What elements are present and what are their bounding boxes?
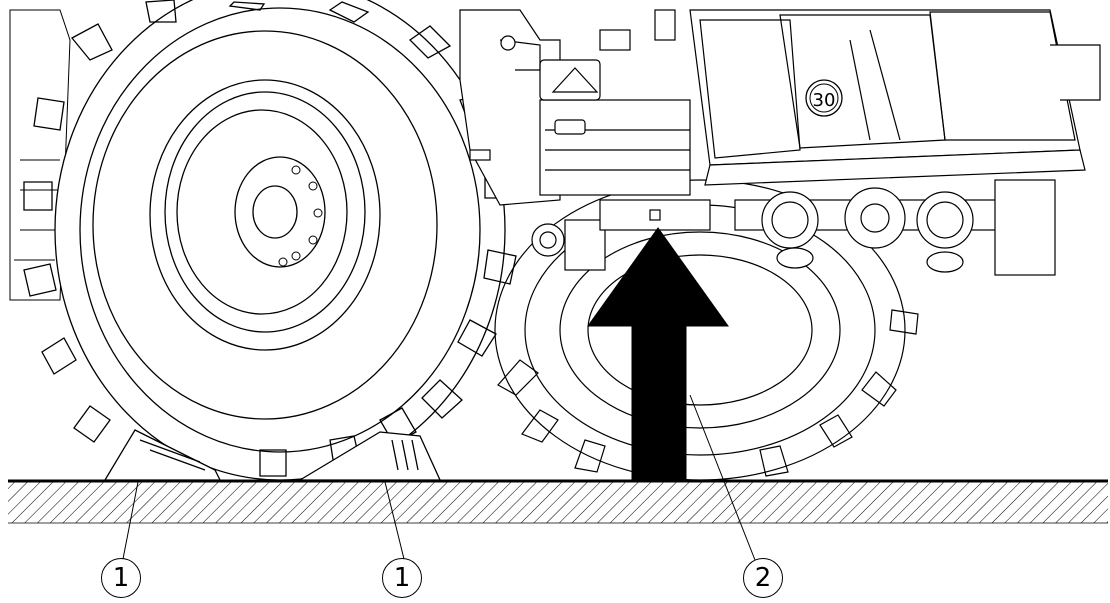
callout-wheel-chock-right: 1	[382, 558, 422, 598]
front-wheel	[23, 0, 517, 481]
speed-decal-label: 30	[813, 90, 836, 111]
ground	[8, 479, 1108, 524]
callout-lift-point: 2	[743, 558, 783, 598]
drive-shaft	[531, 179, 1056, 276]
wheel-bolts	[278, 165, 323, 267]
chassis	[459, 9, 1101, 206]
leader-lines	[122, 394, 756, 561]
callout-wheel-chock-left: 1	[101, 558, 141, 598]
wheel-chock-left	[103, 429, 222, 481]
speed-decal: 30	[805, 79, 843, 117]
up-arrow-icon	[587, 227, 729, 483]
wheel-chock-right	[297, 431, 442, 481]
